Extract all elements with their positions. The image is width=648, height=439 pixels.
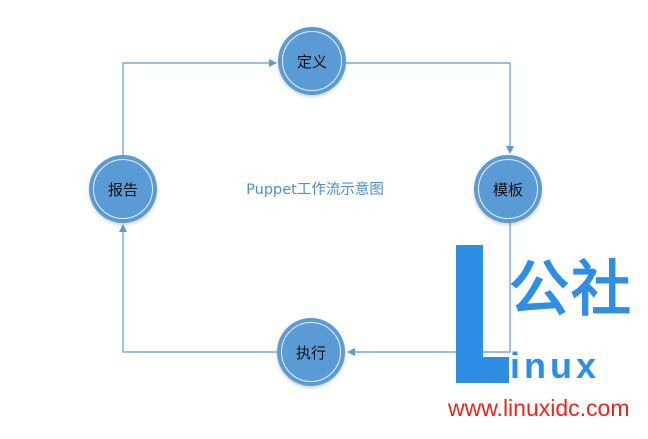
node-execute-label: 执行 [295, 343, 326, 362]
connector-execute-to-report [119, 224, 277, 353]
connector-template-to-execute [347, 223, 511, 356]
node-report: 报告 [89, 155, 157, 223]
node-define-label: 定义 [296, 52, 327, 71]
connector-report-to-define [122, 59, 277, 155]
node-define: 定义 [278, 27, 346, 95]
node-template: 模板 [474, 155, 542, 223]
watermark-brand-en: inux [510, 345, 601, 386]
watermark-logo-l [456, 245, 509, 383]
node-template-label: 模板 [492, 180, 523, 199]
node-execute: 执行 [277, 318, 345, 386]
diagram-title: Puppet工作流示意图 [246, 182, 384, 198]
connector-define-to-template [346, 62, 514, 154]
watermark-url: www.linuxidc.com [448, 395, 630, 421]
watermark-brand-cn: 公社 [509, 255, 633, 325]
node-report-label: 报告 [107, 180, 138, 199]
